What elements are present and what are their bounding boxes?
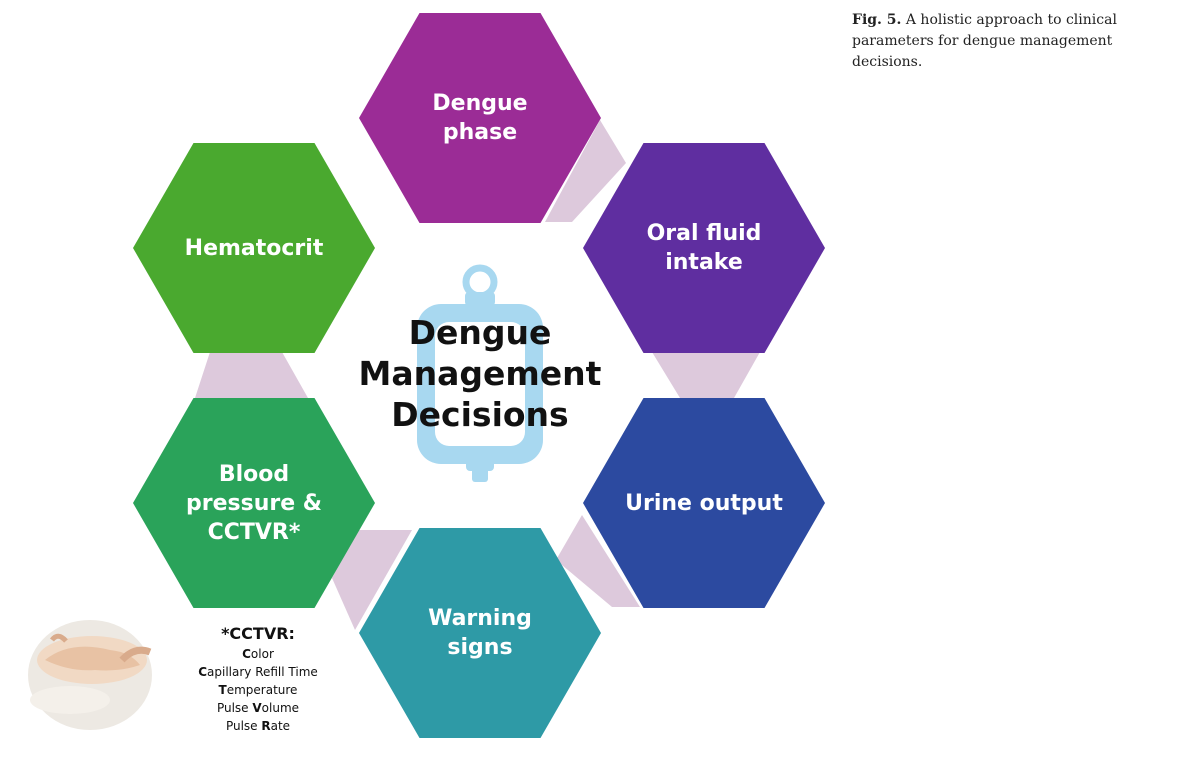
hexagon-label-line: CCTVR* — [207, 519, 301, 545]
legend-item: Temperature — [218, 683, 298, 697]
connector-oral-urine — [652, 352, 760, 398]
legend-item: Capillary Refill Time — [198, 665, 318, 679]
hand-photo — [28, 620, 152, 730]
figure-caption-text: A holistic approach to clinical paramete… — [852, 12, 1117, 70]
hexagon-label-line: pressure & — [186, 490, 322, 516]
center-title-line3: Decisions — [391, 395, 569, 434]
figure-caption: Fig. 5. A holistic approach to clinical … — [852, 10, 1187, 73]
hexagon-dengue-phase — [359, 13, 601, 223]
connectors — [195, 120, 760, 630]
center-title-line1: Dengue — [408, 313, 552, 352]
hexagon-label-line: Urine output — [625, 490, 783, 516]
hexagon-label-line: Warning — [428, 606, 532, 631]
hexagon-label-line: Dengue — [432, 91, 528, 116]
hexagon-hematocrit — [133, 143, 375, 353]
hexagon-oral-fluid-intake — [583, 143, 825, 353]
hexagon-urine-output — [583, 398, 825, 608]
hexagon-label-hematocrit: Hematocrit — [154, 188, 354, 308]
legend-title: *CCTVR: — [221, 624, 295, 643]
hexagon-label-oral-fluid-intake: Oral fluid intake — [604, 188, 804, 308]
connector-warning-bp — [332, 530, 412, 630]
hexagon-label-line: signs — [447, 635, 513, 660]
legend-item: Pulse Rate — [225, 719, 291, 733]
legend-item: Pulse Volume — [216, 701, 300, 715]
hexagon-label-dengue-phase: Dengue phase — [380, 58, 580, 178]
hexagon-label-line: phase — [442, 120, 518, 145]
center-title: Dengue Management Decisions — [345, 312, 615, 435]
center-title-line2: Management — [358, 354, 602, 393]
connector-bp-hemat — [195, 352, 308, 398]
hexagon-label-line: Blood — [218, 461, 290, 487]
figure-label: Fig. 5. — [852, 12, 902, 28]
hexagon-label-urine-output: Urine output — [604, 443, 804, 563]
iv-bag-icon — [417, 264, 543, 482]
hexagon-label-line: Hematocrit — [184, 235, 324, 261]
hexagon-label-warning-signs: Warning signs — [380, 573, 580, 693]
connector-urine-warning — [556, 515, 640, 607]
connector-phase-oral — [545, 120, 626, 222]
hexagon-label-line: intake — [665, 250, 743, 275]
hexagon-label-line: Oral fluid — [646, 221, 762, 246]
hexagon-label-blood-pressure: Blood pressure & CCTVR* — [154, 443, 354, 563]
legend-item: Color — [242, 647, 274, 661]
hexagon-blood-pressure — [133, 398, 375, 608]
hexagon-warning-signs — [359, 528, 601, 738]
